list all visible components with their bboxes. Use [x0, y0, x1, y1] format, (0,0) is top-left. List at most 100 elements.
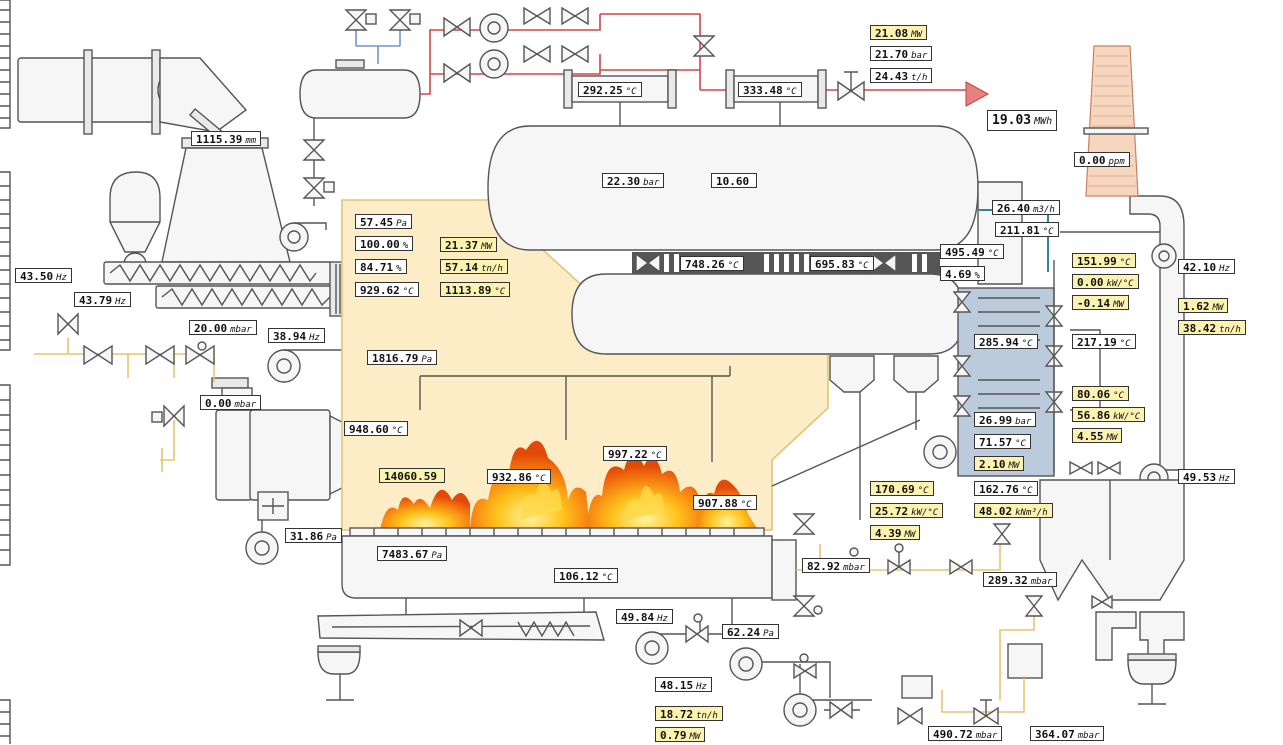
reading-unit: °C [602, 573, 613, 583]
reading-label: 49.53Hz [1178, 469, 1235, 484]
reading-unit: mbar [1078, 731, 1100, 741]
reading-value: 0.00 [205, 397, 232, 410]
reading-unit: °C [1113, 391, 1124, 401]
reading-label: 292.25°C [578, 82, 642, 97]
reading-value: 43.50 [20, 270, 53, 283]
reading-unit: kW/°C [1113, 412, 1140, 422]
reading-label: 151.99°C [1072, 253, 1136, 268]
reading-label: 14060.59 [379, 468, 445, 483]
reading-label: 56.86kW/°C [1072, 407, 1145, 422]
reading-label: 24.43t/h [870, 68, 932, 83]
reading-value: 364.07 [1035, 728, 1075, 741]
reading-value: 56.86 [1077, 409, 1110, 422]
reading-value: 695.83 [815, 258, 855, 271]
reading-unit: mbar [976, 731, 998, 741]
deaerator-tank [300, 10, 420, 206]
reading-label: 43.50Hz [15, 268, 72, 283]
reading-unit: °C [858, 261, 869, 271]
reading-label: 162.76°C [974, 481, 1038, 496]
reading-value: 38.42 [1183, 322, 1216, 335]
reading-label: 929.62°C [355, 282, 419, 297]
reading-value: 14060.59 [384, 470, 437, 483]
reading-value: 62.24 [727, 626, 760, 639]
reading-unit: ppm [1109, 157, 1125, 167]
reading-unit: MW [1107, 433, 1118, 443]
reading-label: -0.14MW [1072, 295, 1129, 310]
reading-value: 42.10 [1183, 261, 1216, 274]
reading-unit: Hz [657, 614, 668, 624]
reading-value: 292.25 [583, 84, 623, 97]
reading-label: 948.60°C [344, 421, 408, 436]
reading-value: 43.79 [79, 294, 112, 307]
reading-unit: °C [651, 451, 662, 461]
left-water-lines [34, 314, 214, 472]
reading-label: 217.19°C [1072, 334, 1136, 349]
reading-unit: tn/h [696, 711, 718, 721]
reading-unit: °C [1120, 258, 1131, 268]
reading-unit: bar [643, 178, 659, 188]
reading-value: 1113.89 [445, 284, 491, 297]
reading-label: 285.94°C [974, 334, 1038, 349]
reading-unit: tn/h [1219, 325, 1241, 335]
reading-unit: % [975, 271, 980, 281]
reading-unit: MW [911, 30, 922, 40]
reading-unit: t/h [911, 73, 927, 83]
reading-unit: kNm³/h [1015, 508, 1048, 518]
reading-value: 71.57 [979, 436, 1012, 449]
reading-unit: Hz [696, 682, 707, 692]
reading-label: 1816.79Pa [367, 350, 437, 365]
reading-unit: m3/h [1033, 205, 1055, 215]
reading-value: 151.99 [1077, 255, 1117, 268]
reading-value: 20.00 [194, 322, 227, 335]
reading-value: 7483.67 [382, 548, 428, 561]
reading-unit: Hz [56, 273, 67, 283]
reading-unit: Hz [309, 333, 320, 343]
reading-value: 932.86 [492, 471, 532, 484]
reading-unit: kW/°C [1107, 279, 1134, 289]
chimney-stack [1084, 46, 1148, 196]
reading-value: 10.60 [716, 175, 749, 188]
reading-label: 20.00mbar [189, 320, 257, 335]
reading-label: 1113.89°C [440, 282, 510, 297]
reading-value: 170.69 [875, 483, 915, 496]
reading-label: 0.00mbar [200, 395, 261, 410]
reading-unit: mm [245, 136, 256, 146]
reading-unit: Pa [326, 533, 337, 543]
reading-label: 22.30bar [602, 173, 664, 188]
reading-value: 48.15 [660, 679, 693, 692]
reading-value: 0.79 [660, 729, 687, 742]
reading-unit: °C [1015, 439, 1026, 449]
superheater-headers [564, 70, 826, 128]
reading-value: 21.70 [875, 48, 908, 61]
reading-unit: °C [741, 500, 752, 510]
reading-label: 333.48°C [738, 82, 802, 97]
reading-unit: °C [1043, 227, 1054, 237]
reading-value: 4.55 [1077, 430, 1104, 443]
reading-unit: °C [494, 287, 505, 297]
reading-value: 18.72 [660, 708, 693, 721]
reading-unit: °C [918, 486, 929, 496]
reading-value: 748.26 [685, 258, 725, 271]
reading-unit: Pa [763, 629, 774, 639]
reading-unit: kW/°C [911, 508, 938, 518]
reading-unit: MW [1213, 303, 1224, 313]
reading-unit: °C [728, 261, 739, 271]
reading-unit: Hz [1219, 264, 1230, 274]
reading-value: 211.81 [1000, 224, 1040, 237]
reading-value: 2.10 [979, 458, 1006, 471]
reading-unit: mbar [843, 563, 865, 573]
reading-value: 907.88 [698, 497, 738, 510]
reading-value: 100.00 [360, 238, 400, 251]
cyclones [1040, 480, 1184, 704]
